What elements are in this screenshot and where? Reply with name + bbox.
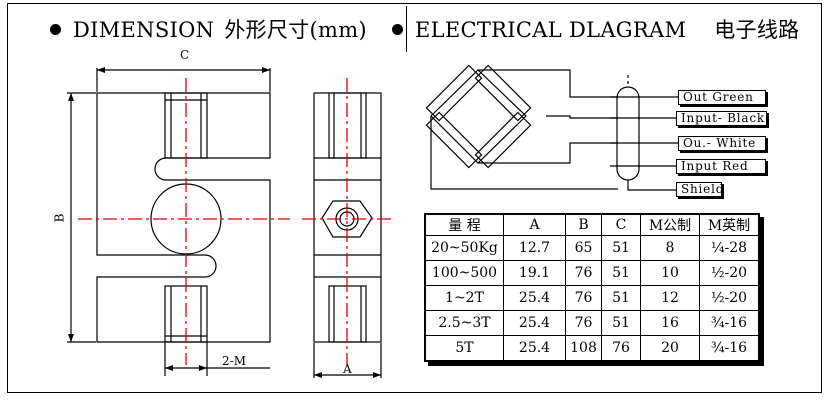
hex-nut <box>321 200 373 238</box>
electrical-heading: ELECTRICAL DLAGRAM 电子线路 <box>392 14 799 44</box>
electrical-heading-cn: 电子线路 <box>714 18 800 42</box>
table-cell: 1~2T <box>424 285 504 311</box>
table-cell: 10 <box>640 260 700 286</box>
col-header-m-metric: M公制 <box>640 213 700 236</box>
header-separator <box>406 6 407 52</box>
col-header-c: C <box>601 213 641 236</box>
table-cell: 51 <box>601 235 641 261</box>
table-cell: 20~50Kg <box>424 235 504 261</box>
table-cell: 76 <box>565 285 602 311</box>
spec-header-row: 量 程 A B C M公制 M英制 <box>424 213 760 236</box>
col-header-m-imperial: M英制 <box>699 213 760 236</box>
table-cell: 108 <box>565 335 602 362</box>
table-cell: 51 <box>601 310 641 336</box>
table-cell: 51 <box>601 285 641 311</box>
table-cell: 76 <box>601 335 641 362</box>
table-cell: 65 <box>565 235 602 261</box>
table-cell: ¾-16 <box>699 335 760 362</box>
dimension-heading-cn: 外形尺寸(mm) <box>224 18 367 42</box>
table-cell: 25.4 <box>503 285 566 311</box>
table-cell: ½-20 <box>699 260 760 286</box>
table-cell: ½-20 <box>699 285 760 311</box>
wire-label-input-red: Input Red <box>676 159 766 174</box>
col-header-range: 量 程 <box>424 213 504 236</box>
sheet-border <box>7 3 822 393</box>
table-cell: 12.7 <box>503 235 566 261</box>
dim-label-2m: 2-M <box>222 354 246 368</box>
dim-label-c: C <box>180 48 190 62</box>
dimension-heading: DIMENSION 外形尺寸(mm) <box>50 14 367 44</box>
wire-label-out-white: Ou.- White <box>678 136 766 151</box>
bridge-resistor-3 <box>425 111 483 169</box>
table-cell: 20 <box>640 335 700 362</box>
dim-label-a: A <box>343 362 352 376</box>
wire-label-input-black: Input- Black <box>676 111 767 126</box>
table-cell: 51 <box>601 260 641 286</box>
bridge-resistor-4 <box>474 111 532 169</box>
table-cell: 5T <box>424 335 504 362</box>
table-cell: 76 <box>565 260 602 286</box>
table-cell: 16 <box>640 310 700 336</box>
table-cell: 25.4 <box>503 335 566 362</box>
wire-label-out-green: Out Green <box>678 90 766 105</box>
bullet-icon <box>50 24 61 35</box>
bridge-circuit <box>425 64 680 191</box>
table-cell: 76 <box>565 310 602 336</box>
table-cell: 2.5~3T <box>424 310 504 336</box>
table-cell: ¼-28 <box>699 235 760 261</box>
s-beam-front-outline <box>96 92 271 343</box>
table-cell: 8 <box>640 235 700 261</box>
electrical-heading-en: ELECTRICAL DLAGRAM <box>415 18 687 42</box>
table-cell: 19.1 <box>503 260 566 286</box>
bullet-icon <box>392 24 403 35</box>
col-header-a: A <box>503 213 566 236</box>
col-header-b: B <box>565 213 602 236</box>
table-cell: 25.4 <box>503 310 566 336</box>
table-cell: 12 <box>640 285 700 311</box>
dimension-heading-en: DIMENSION <box>73 18 215 42</box>
table-cell: ¾-16 <box>699 310 760 336</box>
table-cell: 100~500 <box>424 260 504 286</box>
dim-label-b: B <box>52 213 67 223</box>
wire-label-shield: Shield <box>676 182 723 197</box>
